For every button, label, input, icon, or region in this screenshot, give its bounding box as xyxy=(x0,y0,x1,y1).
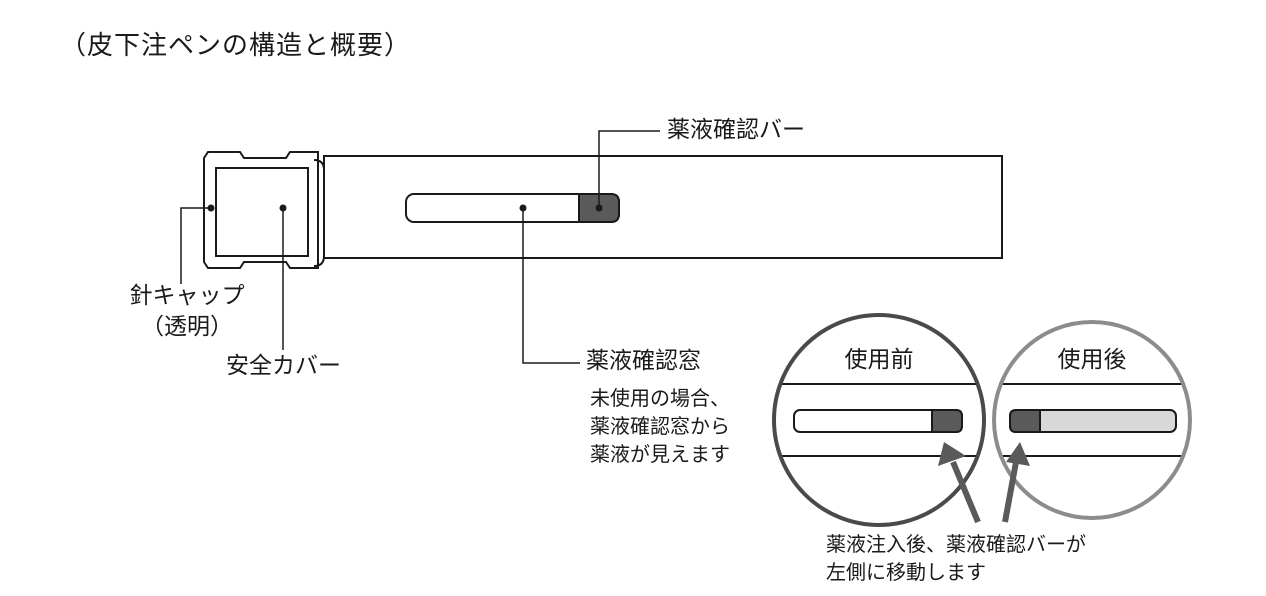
detail-after xyxy=(994,383,1190,457)
label-needle-cap-line1: 針キャップ xyxy=(129,283,245,309)
detail-before xyxy=(774,383,984,457)
move-note-line2: 左側に移動します xyxy=(826,560,986,584)
label-after-use: 使用後 xyxy=(1057,347,1127,373)
window-note-line1: 未使用の場合、 xyxy=(590,386,730,410)
detail-before-circle xyxy=(772,313,986,527)
leader-confirm-bar xyxy=(598,130,660,208)
pen-body xyxy=(323,155,1003,259)
arrow-before xyxy=(938,442,981,524)
detail-after-circle xyxy=(992,320,1192,520)
label-safety-cover: 安全カバー xyxy=(226,353,341,379)
label-before-use: 使用前 xyxy=(844,347,914,373)
move-note-line1: 薬液注入後、薬液確認バーが xyxy=(826,532,1086,556)
safety-cover xyxy=(215,167,309,257)
leader-confirm-window xyxy=(522,208,580,364)
window-note-line2: 薬液確認窓から xyxy=(590,414,730,438)
label-needle-cap-line2: （透明） xyxy=(141,314,233,340)
arrow-after xyxy=(1002,442,1030,523)
page-title: （皮下注ペンの構造と概要） xyxy=(60,31,412,61)
window-note-line3: 薬液が見えます xyxy=(590,442,730,466)
label-confirm-bar: 薬液確認バー xyxy=(667,117,805,143)
leader-needle-cap xyxy=(180,207,211,284)
needle-cap xyxy=(203,151,319,269)
label-confirm-window: 薬液確認窓 xyxy=(586,348,701,374)
